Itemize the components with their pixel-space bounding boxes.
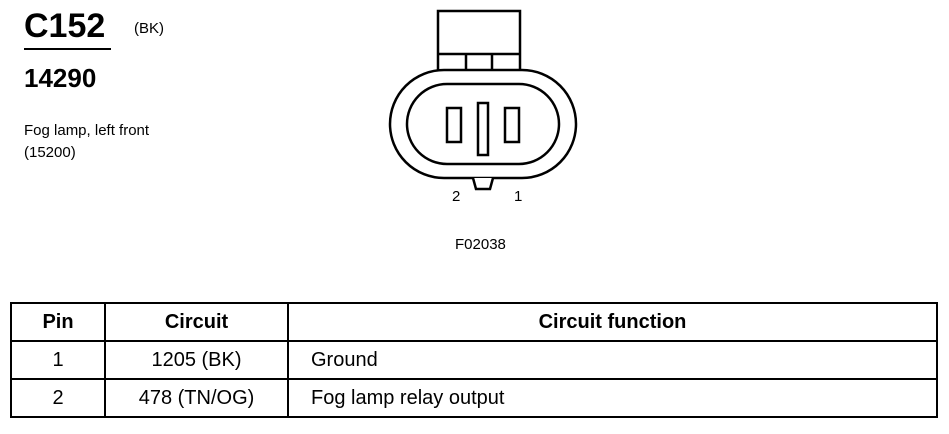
connector-housing-outer bbox=[388, 68, 578, 180]
pin-label-2: 2 bbox=[452, 188, 461, 205]
pin-table: Pin Circuit Circuit function 1 1205 (BK)… bbox=[10, 302, 938, 418]
table-row: 2 478 (TN/OG) Fog lamp relay output bbox=[10, 378, 938, 418]
connector-latch bbox=[436, 9, 522, 75]
cell-function: Ground bbox=[287, 340, 938, 380]
title-underline bbox=[24, 48, 111, 50]
cell-pin: 2 bbox=[10, 378, 106, 418]
key-notch bbox=[471, 177, 495, 191]
center-key bbox=[476, 101, 490, 157]
part-number: 14290 bbox=[24, 63, 97, 93]
connector-description: Fog lamp, left front (15200) bbox=[24, 120, 149, 164]
cell-circuit: 1205 (BK) bbox=[104, 340, 289, 380]
header-circuit: Circuit bbox=[104, 302, 289, 342]
cell-pin: 1 bbox=[10, 340, 106, 380]
connector-housing-inner bbox=[405, 82, 561, 166]
description-line: Fog lamp, left front bbox=[24, 122, 150, 139]
description-line: (15200) bbox=[24, 144, 76, 161]
table-row: 1 1205 (BK) Ground bbox=[10, 340, 938, 380]
table-header-row: Pin Circuit Circuit function bbox=[10, 302, 938, 342]
header-circuit-function: Circuit function bbox=[287, 302, 938, 342]
cell-circuit: 478 (TN/OG) bbox=[104, 378, 289, 418]
connector-face-diagram bbox=[388, 9, 578, 191]
terminal-2 bbox=[445, 106, 463, 144]
pin-label-1: 1 bbox=[514, 188, 523, 205]
terminal-1 bbox=[503, 106, 521, 144]
cell-function: Fog lamp relay output bbox=[287, 378, 938, 418]
connector-id: C152 bbox=[24, 7, 106, 45]
figure-id: F02038 bbox=[455, 236, 506, 253]
connector-color-code: (BK) bbox=[134, 20, 164, 37]
header-pin: Pin bbox=[10, 302, 106, 342]
